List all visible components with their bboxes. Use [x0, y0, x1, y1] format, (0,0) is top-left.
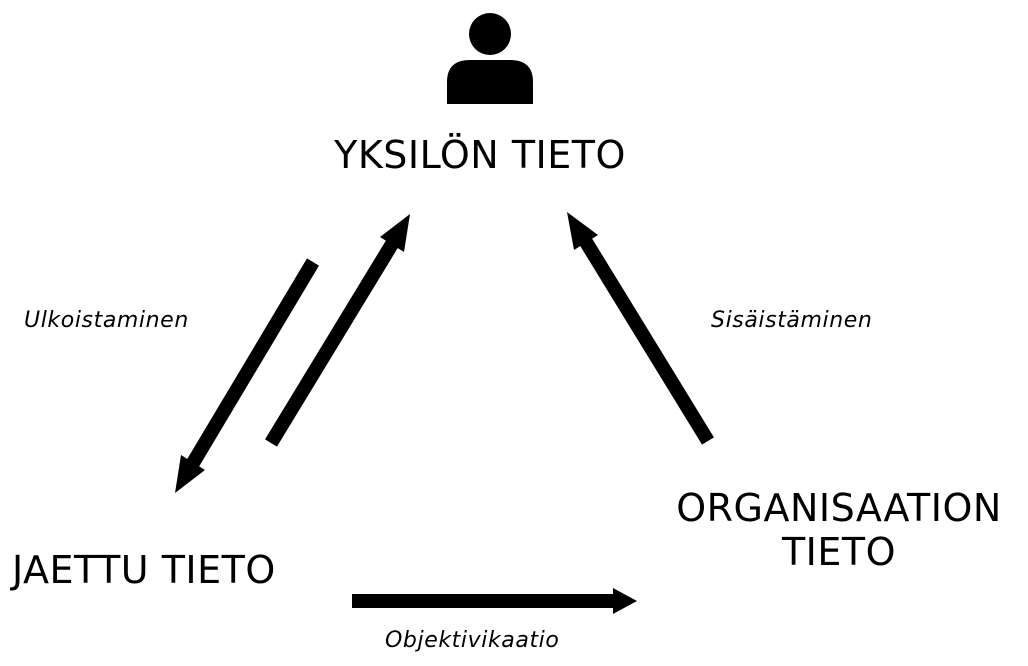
arrow-individual-to-shared — [175, 258, 320, 493]
node-organizational-knowledge: ORGANISAATION TIETO — [676, 486, 1002, 574]
edge-label-internalization: Sisäistäminen — [711, 308, 873, 333]
node-organizational-line1: ORGANISAATION — [676, 486, 1002, 530]
person-icon — [447, 13, 533, 104]
arrow-shared-to-organizational — [352, 588, 637, 614]
node-shared-knowledge: JAETTU TIETO — [12, 548, 276, 592]
node-organizational-line2: TIETO — [781, 530, 897, 574]
node-individual-knowledge: YKSILÖN TIETO — [334, 133, 626, 177]
arrow-shared-to-individual — [265, 214, 410, 447]
arrow-organizational-to-individual — [567, 212, 714, 445]
edge-label-objectification: Objektivikaatio — [385, 628, 560, 653]
edge-label-externalization: Ulkoistaminen — [24, 308, 189, 333]
